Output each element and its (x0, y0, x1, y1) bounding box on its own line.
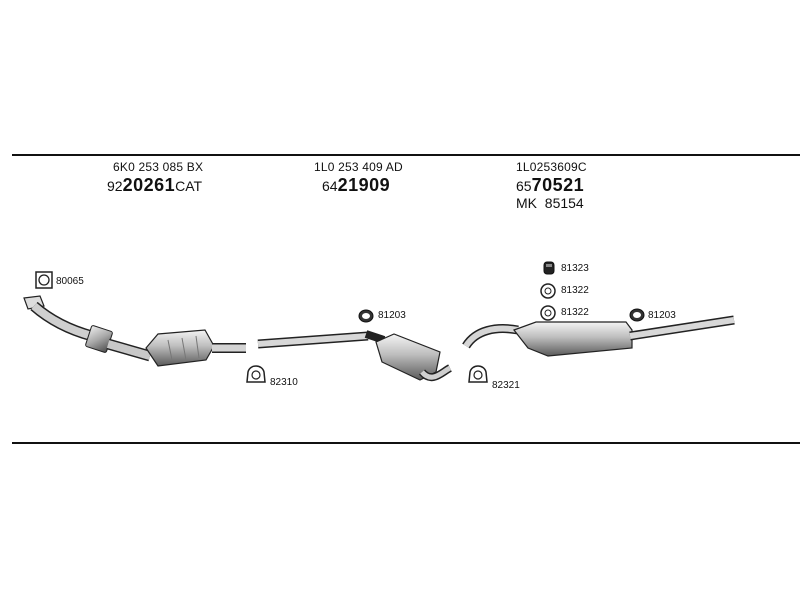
mount-icon (543, 261, 555, 275)
part-prefix: 64 (322, 178, 338, 194)
part-group-front: 6K0 253 085 BX 9220261CAT (107, 160, 204, 196)
oem-number: 1L0 253 409 AD (314, 160, 403, 174)
part-main: 21909 (337, 175, 391, 195)
ring-icon (358, 309, 374, 323)
rear-silencer-with-tailpipe (462, 315, 735, 357)
ring-rear-label: 81203 (648, 310, 676, 321)
clamp-icon (468, 365, 488, 383)
part-prefix: 92 (107, 178, 123, 194)
mk-label: MK (516, 195, 537, 211)
clamp-mid-label: 82321 (492, 380, 520, 391)
front-pipe-with-catalyst (23, 295, 246, 367)
ring-icon (629, 308, 645, 322)
oem-number: 6K0 253 085 BX (113, 160, 204, 174)
top-rule (12, 154, 800, 156)
part-prefix: 65 (516, 178, 532, 194)
clamp-icon (246, 365, 266, 383)
ring-b-label: 81322 (561, 307, 589, 318)
mk-value: 85154 (544, 195, 584, 211)
part-number: 6570521 (516, 175, 587, 196)
part-number: 9220261CAT (107, 175, 203, 196)
bottom-rule (12, 442, 800, 444)
part-main: 20261 (122, 175, 176, 195)
gasket-label: 80065 (56, 276, 84, 287)
ring-mid-label: 81203 (378, 310, 406, 321)
clamp-front-label: 82310 (270, 377, 298, 388)
part-suffix: CAT (175, 178, 203, 194)
gasket-icon (35, 271, 53, 289)
part-group-middle: 1L0 253 409 AD 6421909 (314, 160, 403, 196)
ring-icon (540, 283, 556, 299)
oem-number: 1L0253609C (516, 160, 587, 174)
mount-top-label: 81323 (561, 263, 589, 274)
middle-pipe-with-silencer (257, 330, 453, 382)
mk-number: MK 85154 (516, 195, 587, 211)
ring-a-label: 81322 (561, 285, 589, 296)
part-group-rear: 1L0253609C 6570521 MK 85154 (516, 160, 587, 211)
part-main: 70521 (531, 175, 585, 195)
part-number: 6421909 (322, 175, 403, 196)
ring-icon (540, 305, 556, 321)
